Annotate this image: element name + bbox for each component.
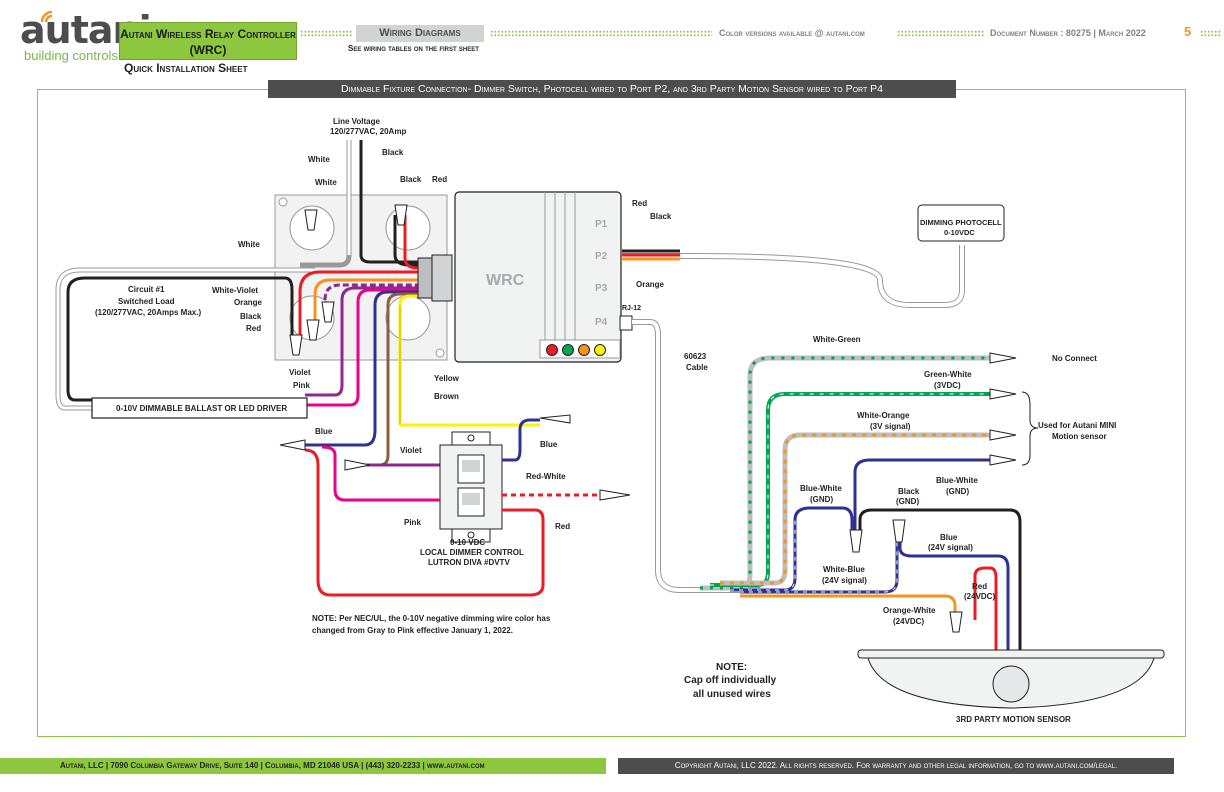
wifi-icon bbox=[40, 10, 53, 23]
gnd-label-1: (GND) bbox=[946, 487, 970, 496]
page-number: 5 bbox=[1184, 24, 1192, 39]
yellow-label: Yellow bbox=[434, 374, 459, 383]
pink-label-1: Pink bbox=[293, 381, 310, 390]
v3-label: (3VDC) bbox=[934, 381, 961, 390]
white-label-2: White bbox=[315, 178, 337, 187]
red-24-label: Red bbox=[972, 582, 988, 591]
color-versions-note: Color versions available @ autani.com bbox=[719, 28, 865, 38]
red-label-3: Red bbox=[555, 522, 571, 531]
circuit-spec-label: (120/277VAC, 20Amps Max.) bbox=[95, 308, 202, 317]
section-title: Wiring Diagrams bbox=[356, 25, 484, 42]
red-label-1: Red bbox=[432, 175, 448, 184]
rj12-label: RJ-12 bbox=[622, 305, 642, 312]
black-label-4: Black bbox=[650, 212, 672, 221]
ballast bbox=[91, 397, 308, 419]
led-green-icon bbox=[562, 344, 574, 356]
note-cap-2: all unused wires bbox=[693, 689, 771, 700]
violet-label-2: Violet bbox=[400, 446, 422, 455]
pink-label-2: Pink bbox=[404, 518, 421, 527]
red-white-label: Red-White bbox=[526, 472, 566, 481]
blue-24-label: Blue bbox=[940, 533, 958, 542]
v24dc-label-1: (24VDC) bbox=[964, 592, 996, 601]
photocell-label-1: DIMMING PHOTOCELL bbox=[920, 218, 1002, 227]
orange-white-label: Orange-White bbox=[883, 606, 936, 615]
note-nec-1: NOTE: Per NEC/UL, the 0-10V negative dim… bbox=[312, 614, 551, 623]
motion-sensor bbox=[857, 649, 1165, 709]
led-red-icon bbox=[546, 344, 558, 356]
section-note: See wiring tables on the first sheet bbox=[348, 44, 479, 53]
led-orange-icon bbox=[578, 344, 590, 356]
v24-signal-label-1: (24V signal) bbox=[928, 543, 973, 552]
gnd-label-3: (GND) bbox=[896, 497, 920, 506]
switched-load-label: Switched Load bbox=[118, 297, 175, 306]
cable-label-1: 60623 bbox=[684, 352, 707, 361]
v24-signal-label-2: (24V signal) bbox=[822, 576, 867, 585]
dot-divider bbox=[490, 30, 712, 38]
note-nec-2: changed from Gray to Pink effective Janu… bbox=[312, 626, 513, 635]
photocell bbox=[917, 204, 1005, 242]
ballast-label: 0-10V DIMMABLE BALLAST OR LED DRIVER bbox=[116, 404, 288, 413]
v24dc-label-2: (24VDC) bbox=[893, 617, 925, 626]
white-violet-label: White-Violet bbox=[212, 286, 259, 295]
white-orange-label: White-Orange bbox=[857, 411, 910, 420]
red-label-4: Red bbox=[632, 199, 648, 208]
blue-label-1: Blue bbox=[315, 427, 333, 436]
document-number: Document Number : 80275 | March 2022 bbox=[990, 28, 1146, 38]
diagram-banner: Dimmable Fixture Connection- Dimmer Swit… bbox=[268, 80, 956, 98]
blue-white-label-2: Blue-White bbox=[800, 484, 842, 493]
red-label-2: Red bbox=[246, 324, 262, 333]
document-subtitle: Quick Installation Sheet bbox=[124, 61, 248, 75]
footer-address: Autani, LLC | 7090 Columbia Gateway Driv… bbox=[0, 758, 606, 774]
gnd-label-2: (GND) bbox=[810, 495, 834, 504]
no-connect-label: No Connect bbox=[1052, 354, 1097, 363]
cable-label-2: Cable bbox=[686, 363, 708, 372]
logo-tagline: building controls bbox=[24, 48, 118, 63]
p4-label: P4 bbox=[595, 317, 608, 328]
dot-divider bbox=[897, 30, 985, 38]
footer-copyright: Copyright Autani, LLC 2022. All rights r… bbox=[618, 758, 1174, 774]
used-for-label-1: Used for Autani MINI bbox=[1038, 421, 1117, 430]
black-label-2: Black bbox=[400, 175, 422, 184]
note-title: NOTE: bbox=[716, 662, 748, 673]
brown-label: Brown bbox=[434, 392, 459, 401]
black-gnd-label: Black bbox=[898, 487, 920, 496]
blue-white-label-1: Blue-White bbox=[936, 476, 978, 485]
dot-divider bbox=[300, 30, 352, 38]
line-voltage-label: Line Voltage bbox=[333, 117, 380, 126]
orange-label-1: Orange bbox=[234, 298, 263, 307]
orange-label-2: Orange bbox=[636, 280, 665, 289]
blue-label-2: Blue bbox=[540, 440, 558, 449]
led-yellow-icon bbox=[594, 344, 606, 356]
used-for-label-2: Motion sensor bbox=[1052, 432, 1107, 441]
white-label-3: White bbox=[238, 240, 260, 249]
dimmer-label-2: LOCAL DIMMER CONTROL bbox=[420, 548, 524, 557]
photocell-label-2: 0-10VDC bbox=[944, 228, 975, 237]
black-label-3: Black bbox=[240, 312, 262, 321]
violet-label-1: Violet bbox=[289, 368, 311, 377]
document-title: Autani Wireless Relay Controller (WRC) bbox=[119, 22, 297, 60]
dimmer-label-3: LUTRON DIVA #DVTV bbox=[428, 558, 510, 567]
line-voltage-spec: 120/277VAC, 20Amp bbox=[330, 127, 407, 136]
wrc-label: WRC bbox=[486, 272, 525, 289]
p1-label: P1 bbox=[595, 219, 608, 230]
sensor-label: 3RD PARTY MOTION SENSOR bbox=[956, 715, 1071, 724]
p2-label: P2 bbox=[595, 251, 608, 262]
circuit-label: Circuit #1 bbox=[128, 285, 165, 294]
dimmer-switch bbox=[279, 418, 631, 597]
green-white-label: Green-White bbox=[924, 370, 972, 379]
white-blue-label: White-Blue bbox=[823, 565, 865, 574]
white-green-label: White-Green bbox=[813, 335, 861, 344]
dimmer-label-1: 0-10 VDC bbox=[450, 538, 486, 547]
white-label-1: White bbox=[308, 155, 330, 164]
black-label-1: Black bbox=[382, 148, 404, 157]
note-cap-1: Cap off individually bbox=[684, 675, 777, 686]
v3-signal-label: (3V signal) bbox=[870, 422, 911, 431]
dot-divider bbox=[1200, 30, 1222, 38]
p3-label: P3 bbox=[595, 283, 608, 294]
